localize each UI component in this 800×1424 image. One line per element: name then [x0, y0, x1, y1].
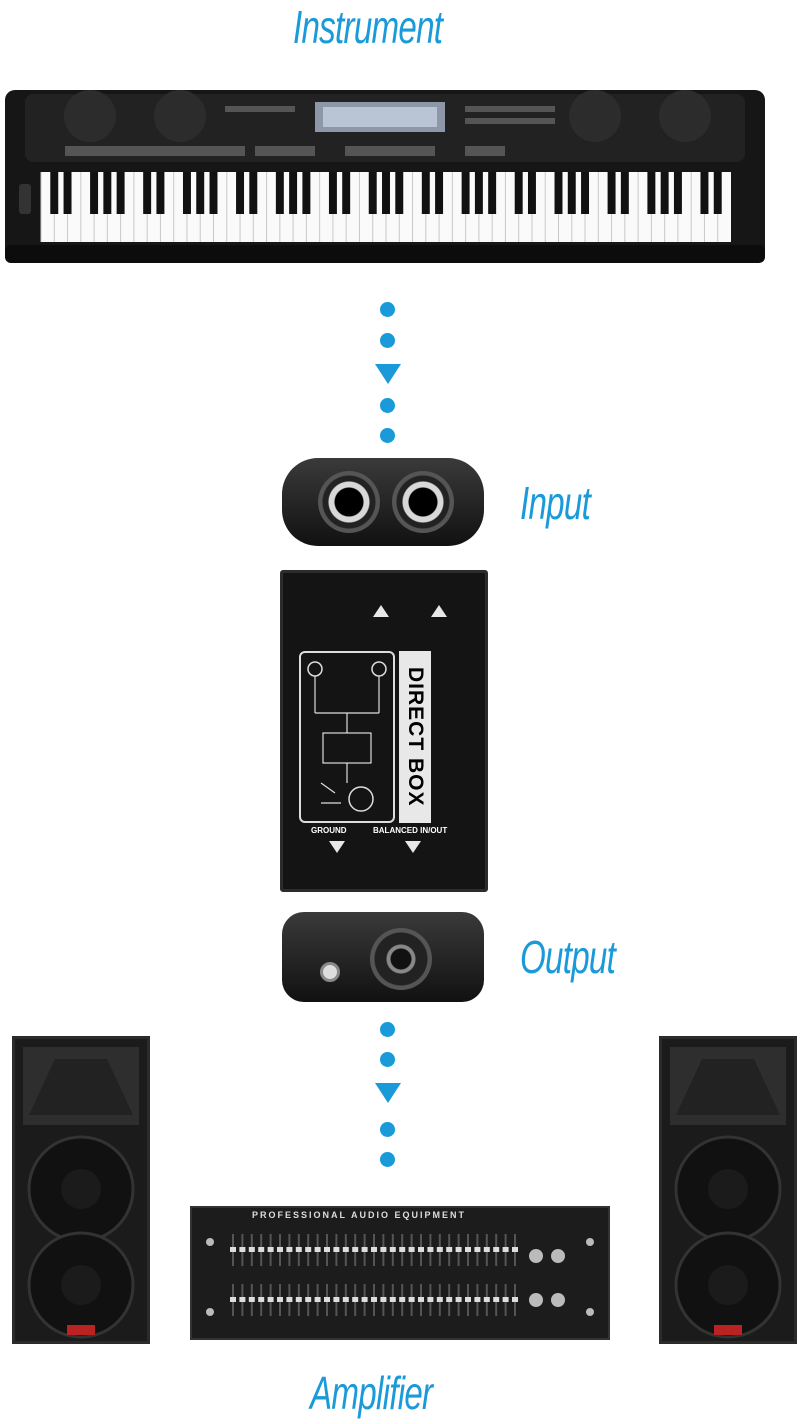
direct-box-title: DIRECT BOX	[399, 651, 431, 823]
amplifier-label: Amplifier	[310, 1367, 433, 1419]
equalizer-title: PROFESSIONAL AUDIO EQUIPMENT	[252, 1210, 467, 1220]
direct-box-image: DIRECT BOX GROUND BALANCED IN/OUT	[280, 570, 488, 892]
output-jack-panel	[282, 912, 484, 1002]
parallel-out-arrow	[373, 605, 389, 617]
input-jack	[392, 471, 454, 533]
xlr-output-jack	[370, 928, 432, 990]
keyboard-image	[5, 90, 765, 263]
flow-dot	[380, 1052, 395, 1067]
balanced-label: BALANCED IN/OUT	[373, 826, 448, 835]
ground-label: GROUND	[311, 826, 347, 835]
ground-arrow	[329, 841, 345, 853]
flow-dot	[380, 398, 395, 413]
flow-dot	[380, 1122, 395, 1137]
equalizer-image: PROFESSIONAL AUDIO EQUIPMENT	[190, 1206, 610, 1340]
input-jack-panel	[282, 458, 484, 546]
flow-dot	[380, 1022, 395, 1037]
instrument-label: Instrument	[293, 1, 443, 53]
circuit-schematic	[299, 651, 395, 823]
input-arrow	[431, 605, 447, 617]
flow-dot	[380, 1152, 395, 1167]
flow-dot	[380, 428, 395, 443]
input-jack	[318, 471, 380, 533]
ground-switch	[320, 962, 340, 982]
flow-dot	[380, 302, 395, 317]
output-label: Output	[520, 931, 616, 983]
speaker-right-image	[659, 1036, 797, 1344]
flow-dot	[380, 333, 395, 348]
flow-arrow-down	[375, 1083, 401, 1103]
speaker-left-image	[12, 1036, 150, 1344]
flow-arrow-down	[375, 364, 401, 384]
input-label: Input	[520, 477, 591, 529]
balanced-arrow	[405, 841, 421, 853]
